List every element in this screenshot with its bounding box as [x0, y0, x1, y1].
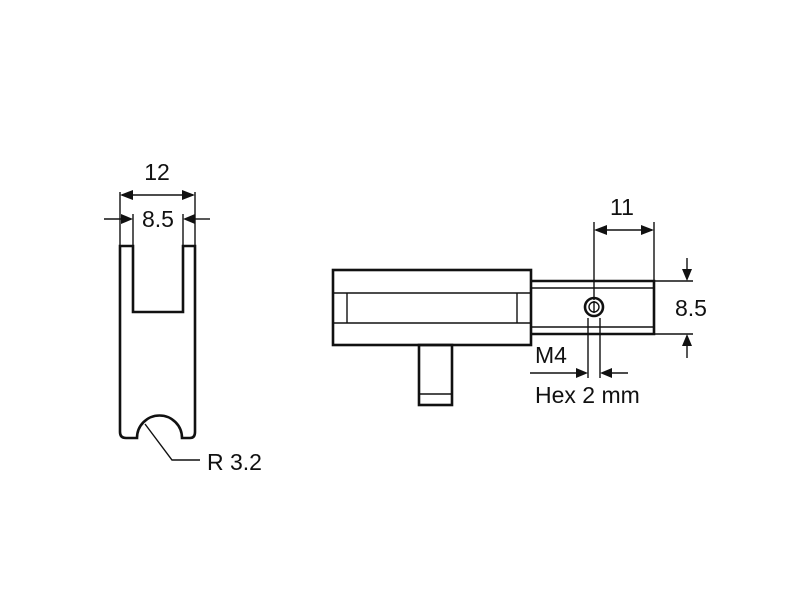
side-view: 11 8.5 M4 Hex 2 mm [331, 194, 707, 408]
dimension-outer-width-label: 12 [144, 159, 170, 185]
dimension-outer-width: 12 [120, 159, 195, 200]
radius-callout: R 3.2 [144, 423, 262, 475]
set-screw [583, 296, 605, 318]
arm [531, 279, 656, 336]
dimension-slot-width: 8.5 [104, 206, 210, 232]
dimension-slot-width-label: 8.5 [142, 206, 174, 232]
thread-callout: M4 Hex 2 mm [530, 318, 640, 408]
end-view: 12 8.5 R 3.2 [104, 159, 262, 475]
dimension-height: 8.5 [654, 258, 707, 358]
thread-label: M4 [535, 342, 567, 368]
radius-label: R 3.2 [207, 449, 262, 475]
stem [417, 343, 454, 407]
dimension-screw-offset: 11 [593, 194, 655, 300]
end-view-outline [118, 244, 197, 440]
dimension-screw-offset-label: 11 [610, 194, 634, 220]
dimension-height-label: 8.5 [675, 295, 707, 321]
hex-label: Hex 2 mm [535, 382, 640, 408]
main-block [331, 268, 533, 347]
